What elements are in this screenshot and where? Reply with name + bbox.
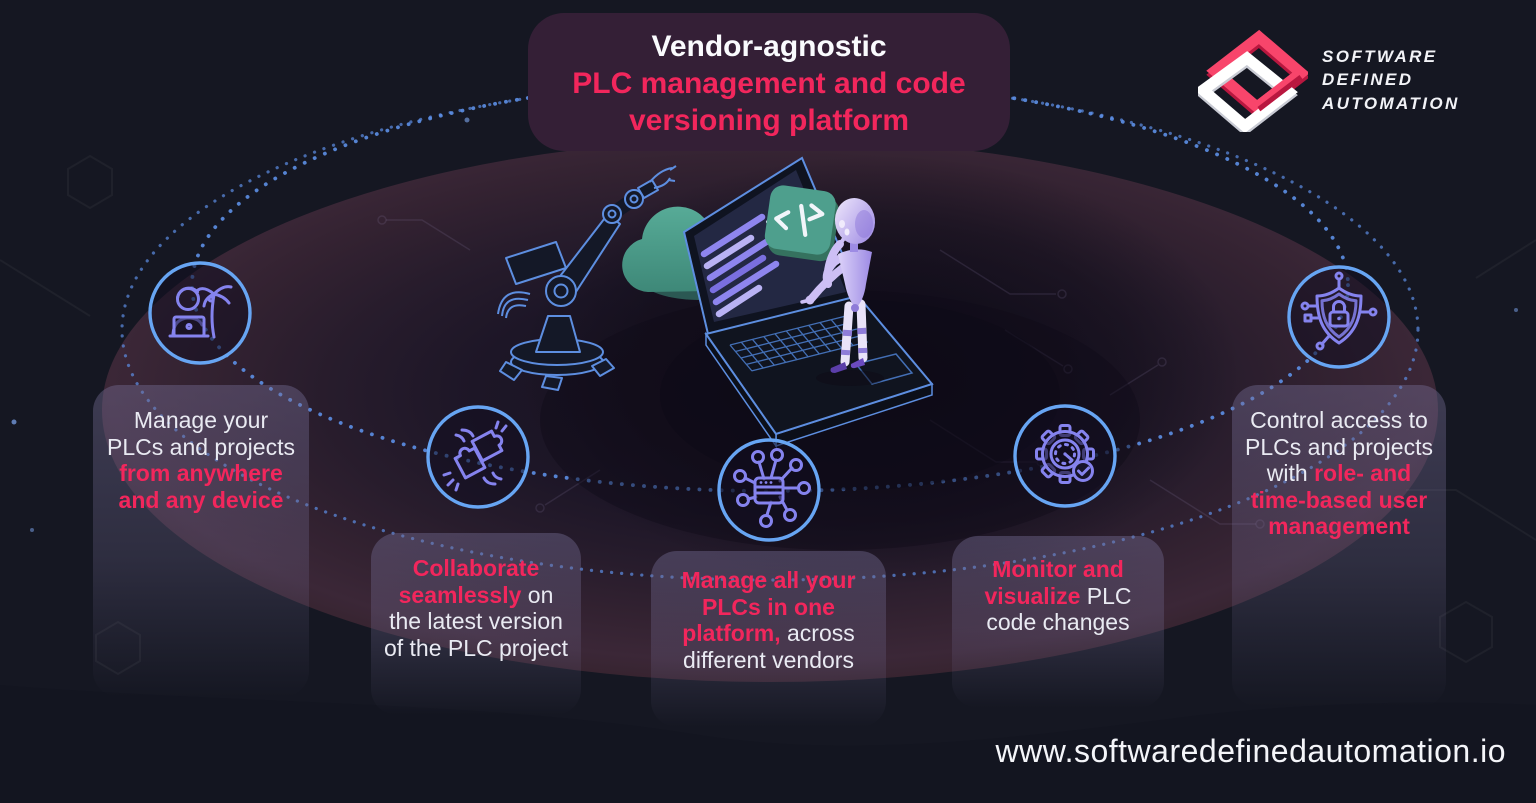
code-block-icon xyxy=(764,185,839,262)
feature-card-text: Monitor and visualize PLC code changes xyxy=(984,556,1132,635)
feature-card-plc-hub: Manage all your PLCs in one platform, ac… xyxy=(651,551,886,727)
feature-card-text: Collaborate seamlessly on the latest ver… xyxy=(383,555,569,661)
feature-card-monitoring: Monitor and visualize PLC code changes xyxy=(952,536,1164,708)
feature-card-text: Manage all your PLCs in one platform, ac… xyxy=(681,567,856,673)
logo-mark-icon xyxy=(1198,29,1308,132)
feature-icon-access-control xyxy=(1284,262,1394,372)
feature-icon-collaboration xyxy=(423,402,533,512)
bottom-wave xyxy=(0,685,1536,803)
monitor-gear-icon xyxy=(1013,404,1117,508)
logo-text-line: AUTOMATION xyxy=(1322,93,1460,113)
feature-card-text: Manage your PLCs and projects from anywh… xyxy=(107,407,295,513)
feature-icon-plc-hub xyxy=(714,435,824,545)
collaboration-puzzle-icon xyxy=(426,405,530,509)
remote-work-icon xyxy=(148,261,252,365)
logo-text-line: DEFINED xyxy=(1322,70,1414,90)
robotic-arm-illustration xyxy=(497,165,677,391)
feature-icon-remote-access xyxy=(145,258,255,368)
brand-logo: SOFTWARE DEFINED AUTOMATION xyxy=(1198,28,1460,132)
feature-icon-monitoring xyxy=(1010,401,1120,511)
plc-hub-icon xyxy=(717,438,821,542)
feature-card-text: Control access to PLCs and projects with… xyxy=(1245,407,1433,539)
feature-card-collaboration: Collaborate seamlessly on the latest ver… xyxy=(371,533,581,715)
logo-text-line: SOFTWARE xyxy=(1322,46,1438,66)
circuit-traces xyxy=(0,110,1536,676)
humanoid-robot-illustration xyxy=(800,198,884,386)
website-url: www.softwaredefinedautomation.io xyxy=(995,733,1506,769)
page-subtitle: PLC management and code versioning platf… xyxy=(572,66,966,137)
shield-lock-icon xyxy=(1287,265,1391,369)
page-title: Vendor-agnostic xyxy=(651,29,887,63)
logo-text: SOFTWARE DEFINED AUTOMATION xyxy=(1322,45,1460,116)
feature-card-access-control: Control access to PLCs and projects with… xyxy=(1232,385,1446,707)
feature-card-remote-access: Manage your PLCs and projects from anywh… xyxy=(93,385,309,697)
title-card: Vendor-agnostic PLC management and code … xyxy=(528,13,1010,151)
